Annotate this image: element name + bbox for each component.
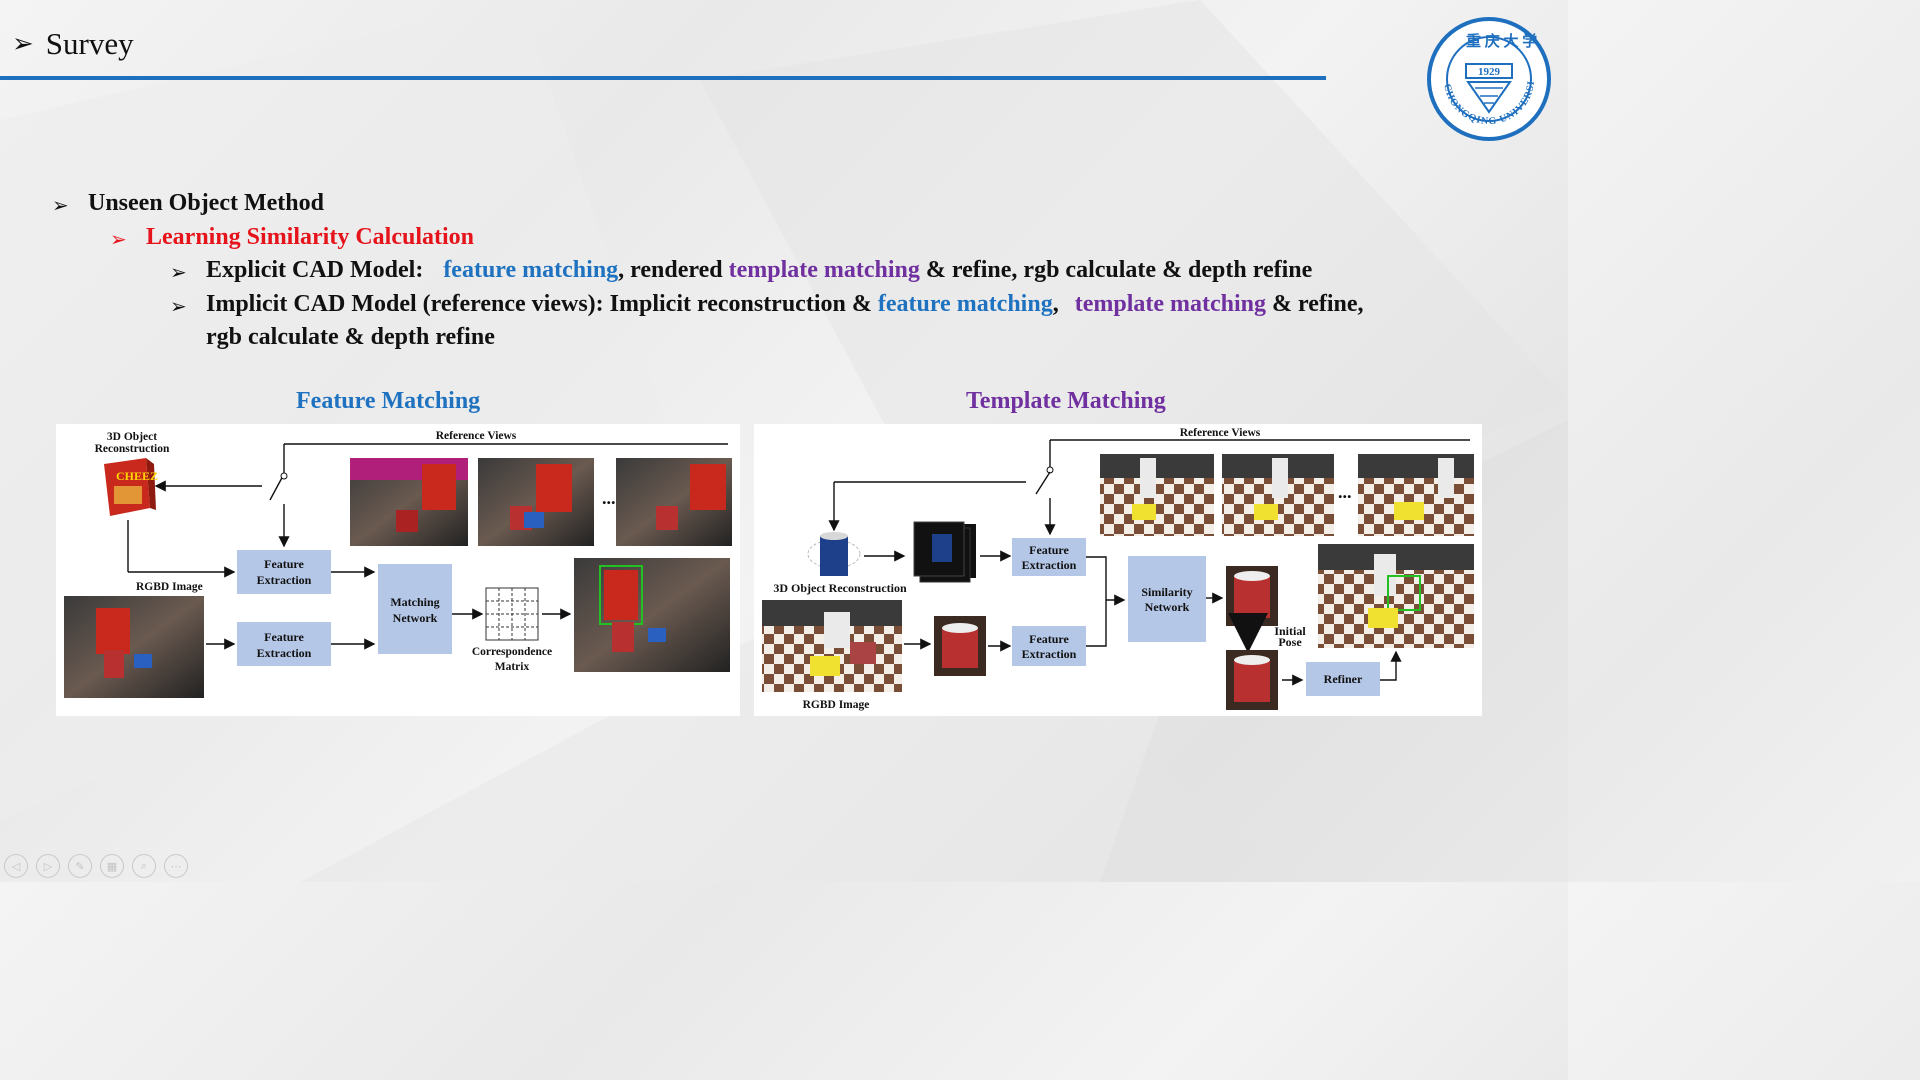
sn-label-2: Network — [1145, 600, 1190, 614]
rgbd-label: RGBD Image — [136, 581, 203, 593]
feature-extraction-box — [1012, 538, 1086, 576]
explicit-lead: Explicit CAD Model: — [206, 257, 430, 283]
cropped-object-photo — [934, 616, 986, 676]
mn-label-2: Network — [393, 611, 438, 625]
more-views-ellipsis: ... — [602, 488, 616, 508]
svg-text:1929: 1929 — [1478, 66, 1501, 78]
reference-views-label: Reference Views — [1180, 427, 1261, 439]
implicit-text-2: , — [1052, 290, 1065, 317]
fe-label-2: Extraction — [257, 646, 312, 660]
rgbd-photo — [762, 600, 902, 692]
ip-label-2: Pose — [1278, 635, 1302, 649]
implicit-template-matching: template matching — [1074, 290, 1266, 317]
initial-pose-photo — [1226, 566, 1278, 626]
bullet-text: Unseen Object Method — [88, 190, 324, 216]
result-pose-photo — [1318, 544, 1474, 648]
recon-label-1: 3D Object — [107, 431, 157, 443]
bullet-similarity: ➢ Learning Similarity Calculation — [110, 222, 1364, 256]
sn-label-1: Similarity — [1141, 585, 1192, 599]
header-arrow-icon: ➢ — [12, 29, 34, 59]
implicit-continuation-text: rgb calculate & depth refine — [206, 324, 495, 350]
rgbd-photo — [64, 596, 204, 698]
cracker-box-icon: CHEEZ — [104, 458, 158, 516]
bullet-implicit-cad: ➢ Implicit CAD Model (reference views): … — [170, 289, 1364, 323]
ip-label-1: Initial — [1274, 624, 1306, 638]
feature-extraction-box — [237, 550, 331, 594]
recon-label: 3D Object Reconstruction — [773, 581, 907, 595]
refined-pose-photo — [1226, 650, 1278, 710]
explicit-text-4: & refine, rgb calculate & depth refine — [919, 257, 1313, 283]
cm-label-2: Matrix — [495, 661, 530, 673]
more-views-ellipsis: ... — [1338, 482, 1352, 502]
fe-label-2: Extraction — [257, 573, 312, 587]
pen-icon[interactable]: ✎ — [68, 854, 92, 878]
reference-view-photo — [478, 458, 594, 546]
mn-label-1: Matching — [390, 595, 439, 609]
feature-extraction-box — [237, 622, 331, 666]
reference-view-photo — [1222, 454, 1334, 536]
explicit-text-2: , rendered — [618, 257, 729, 283]
slideshow-controls: ◁ ▷ ✎ ▦ ⌕ ⋯ — [4, 854, 188, 878]
implicit-text-4: & refine, — [1266, 290, 1364, 317]
implicit-lead: Implicit CAD Model (reference views): Im… — [206, 290, 878, 317]
bullet-arrow-icon: ➢ — [110, 226, 127, 251]
fe-label-2: Extraction — [1022, 647, 1077, 661]
correspondence-matrix-icon — [485, 587, 539, 641]
header-divider — [0, 76, 1326, 80]
feature-extraction-box — [1012, 626, 1086, 666]
explicit-feature-matching: feature matching — [443, 257, 619, 283]
bullet-unseen-object: ➢ Unseen Object Method — [52, 188, 1364, 222]
reference-views-label: Reference Views — [436, 430, 517, 442]
template-matching-figure: Reference Views ... — [754, 424, 1482, 716]
template-matching-title: Template Matching — [966, 388, 1166, 414]
feature-matching-title: Feature Matching — [296, 388, 481, 414]
svg-text:重 庆 大 学: 重 庆 大 学 — [1466, 32, 1537, 50]
rendered-templates-icon — [913, 521, 976, 583]
feature-matching-figure: 3D Object Reconstruction CHEEZ Reference… — [56, 424, 740, 716]
rgbd-label: RGBD Image — [803, 699, 870, 711]
svg-text:CHEEZ: CHEEZ — [116, 469, 158, 483]
page-title: Survey — [45, 26, 134, 61]
implicit-feature-matching: feature matching — [877, 290, 1053, 317]
zoom-icon[interactable]: ⌕ — [132, 854, 156, 878]
fe-label-1: Feature — [264, 557, 304, 571]
bullet-arrow-icon: ➢ — [170, 260, 187, 284]
recon-label-2: Reconstruction — [95, 443, 170, 455]
refiner-label: Refiner — [1324, 672, 1363, 686]
bullet-implicit-continuation: rgb calculate & depth refine — [206, 322, 1364, 354]
fe-label-1: Feature — [1029, 543, 1069, 557]
cm-label-1: Correspondence — [472, 646, 552, 658]
fe-label-1: Feature — [1029, 632, 1069, 646]
slide-header: ➢ Survey — [12, 26, 134, 62]
similarity-network-box — [1128, 556, 1206, 642]
coffee-can-3d-icon — [807, 532, 861, 576]
bullet-arrow-icon: ➢ — [170, 293, 187, 318]
explicit-template-matching: template matching — [728, 257, 920, 283]
more-icon[interactable]: ⋯ — [164, 854, 188, 878]
reference-view-photo — [1358, 454, 1474, 536]
matching-network-box — [378, 564, 452, 654]
bullet-list: ➢ Unseen Object Method ➢ Learning Simila… — [52, 188, 1364, 354]
bullet-text: Learning Similarity Calculation — [146, 223, 475, 250]
result-pose-photo — [574, 558, 730, 672]
bullet-arrow-icon: ➢ — [52, 193, 69, 217]
next-icon[interactable]: ▷ — [36, 854, 60, 878]
fe-label-2: Extraction — [1022, 558, 1077, 572]
reference-view-photo — [350, 458, 468, 546]
grid-icon[interactable]: ▦ — [100, 854, 124, 878]
reference-view-photo — [616, 458, 732, 546]
university-logo: CHONGQING UNIVERSITY 重 庆 大 学 1929 — [1426, 16, 1551, 141]
prev-icon[interactable]: ◁ — [4, 854, 28, 878]
fe-label-1: Feature — [264, 630, 304, 644]
bullet-explicit-cad: ➢ Explicit CAD Model: feature matching, … — [170, 255, 1364, 289]
reference-view-photo — [1100, 454, 1214, 536]
refiner-box — [1306, 662, 1380, 696]
